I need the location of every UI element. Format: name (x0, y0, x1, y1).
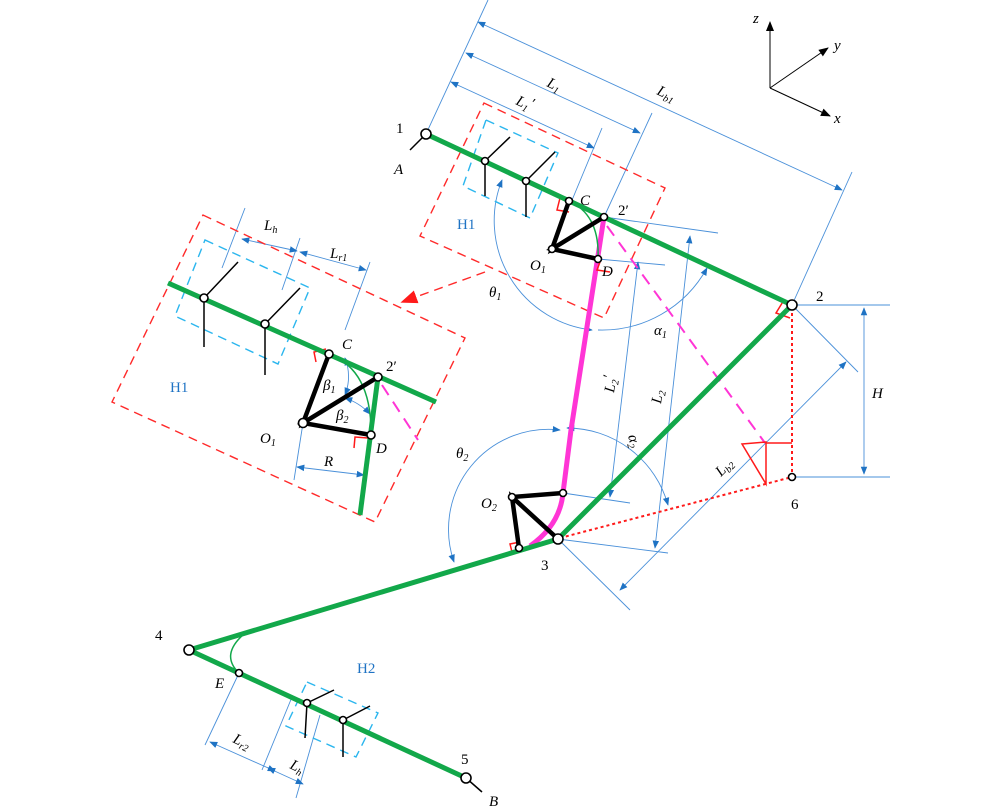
joint-4 (183, 644, 195, 656)
base-projection (559, 476, 793, 539)
inset-frame (111, 214, 466, 523)
axis-z: z (752, 11, 759, 27)
label-beta2: β2 (335, 408, 348, 426)
labels: 1 A z y x L1 L1′ Lb1 C 2′ H1 O1 D θ1 α1 … (155, 11, 884, 807)
label-2: 2 (816, 289, 824, 305)
inset-hinge-box-h1 (174, 239, 311, 365)
zoom-arrow (400, 271, 486, 304)
label-Lh2: Lh (286, 757, 307, 779)
coordinate-axes (766, 21, 831, 117)
inset-label-O1: O1 (260, 431, 276, 449)
joints (183, 128, 798, 784)
label-O2: O2 (481, 496, 497, 514)
label-H: H (871, 386, 884, 402)
label-5: 5 (461, 752, 469, 768)
label-1: 1 (396, 121, 404, 137)
tendon-projection (606, 225, 766, 444)
label-O1: O1 (530, 258, 546, 276)
label-L1: L1 (543, 75, 564, 97)
inset-label-2-prime: 2′ (386, 359, 397, 375)
label-3: 3 (541, 558, 549, 574)
joint-2 (786, 299, 798, 311)
label-beta1: β1 (322, 378, 335, 396)
dimension-lines-link1 (425, 0, 890, 611)
label-B: B (489, 794, 498, 807)
label-C: C (580, 193, 591, 209)
label-L1-prime: L1′ (512, 90, 538, 117)
label-Lr1: Lr1 (329, 246, 347, 264)
hinge-sticks (203, 133, 556, 793)
label-Lb1: Lb1 (653, 83, 678, 107)
label-L2-prime: L2′ (599, 374, 622, 395)
axis-x: x (833, 111, 841, 127)
label-H1: H1 (457, 217, 475, 233)
label-Lh: Lh (263, 218, 277, 236)
inset-label-C: C (342, 337, 353, 353)
pulley-triangles (296, 200, 606, 549)
joint-5 (460, 772, 472, 784)
inset-label-D: D (375, 441, 387, 457)
right-angle-markers (740, 441, 792, 487)
label-2-prime: 2′ (618, 203, 629, 219)
label-alpha1: α1 (654, 323, 667, 341)
inset-tendon-projection (381, 384, 419, 441)
label-theta1: θ1 (489, 285, 501, 303)
label-6: 6 (791, 497, 799, 513)
point-6 (787, 472, 797, 482)
joint-3 (552, 533, 564, 545)
dimension-lines-link3 (204, 672, 321, 799)
hinge-box-h2 (285, 681, 379, 758)
label-D: D (601, 264, 613, 280)
joint-1 (420, 128, 432, 140)
label-alpha2: α2 (622, 433, 643, 450)
right-angle-symbols (313, 197, 791, 553)
label-theta2: θ2 (456, 446, 468, 464)
hinge-box-h1 (462, 119, 559, 219)
label-4: 4 (155, 628, 163, 644)
label-H2: H2 (357, 661, 375, 677)
label-R: R (323, 454, 333, 470)
axis-y: y (832, 38, 841, 54)
label-A: A (393, 162, 404, 178)
inset-label-H1: H1 (170, 380, 188, 396)
label-Lb2: Lb2 (712, 456, 738, 482)
label-Lr2: Lr2 (229, 731, 253, 755)
label-E: E (214, 676, 224, 692)
label-L2: L2 (649, 389, 669, 406)
